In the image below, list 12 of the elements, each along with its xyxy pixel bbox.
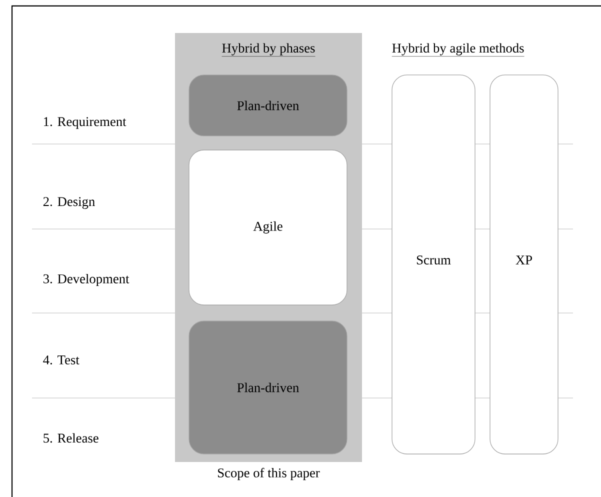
- column-heading: Hybrid by agile methods: [392, 43, 524, 56]
- phase-box: Scrum: [392, 74, 476, 454]
- phase-label: 2. Design: [43, 197, 95, 209]
- phase-box: Plan-driven: [188, 320, 348, 454]
- phase-box: Agile: [188, 150, 348, 306]
- phase-box: XP: [490, 74, 558, 454]
- phase-label: 5. Release: [44, 433, 98, 443]
- phase-label: 4. Test: [43, 356, 80, 364]
- phase-box: Plan-driven: [188, 74, 348, 136]
- phase-label: 1. Requirement: [44, 117, 126, 129]
- node-label: Scope of this paper: [218, 468, 320, 480]
- phase-label: 3. Development: [43, 274, 130, 286]
